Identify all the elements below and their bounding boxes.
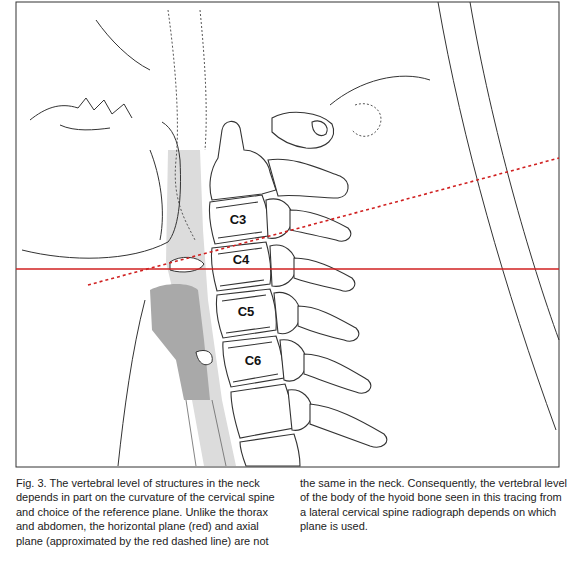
neck-outline [118, 2, 559, 466]
cartilage [196, 350, 212, 364]
vertebra-label: C3 [229, 213, 248, 227]
figure-frame [16, 2, 559, 467]
axial-plane-line [88, 158, 559, 285]
horizontal-plane-line [16, 268, 559, 270]
soft-tissue-dotted [168, 10, 381, 240]
vertebra-label: C4 [232, 253, 251, 267]
cervical-spine [209, 112, 387, 466]
vertebra-label: C6 [244, 354, 263, 368]
mandible [22, 20, 181, 258]
vertebra-label: C5 [237, 305, 256, 319]
figure-caption: Fig. 3. The vertebral level of structure… [16, 476, 570, 548]
trachea-wall [186, 400, 226, 466]
larynx-shadow [150, 284, 210, 400]
